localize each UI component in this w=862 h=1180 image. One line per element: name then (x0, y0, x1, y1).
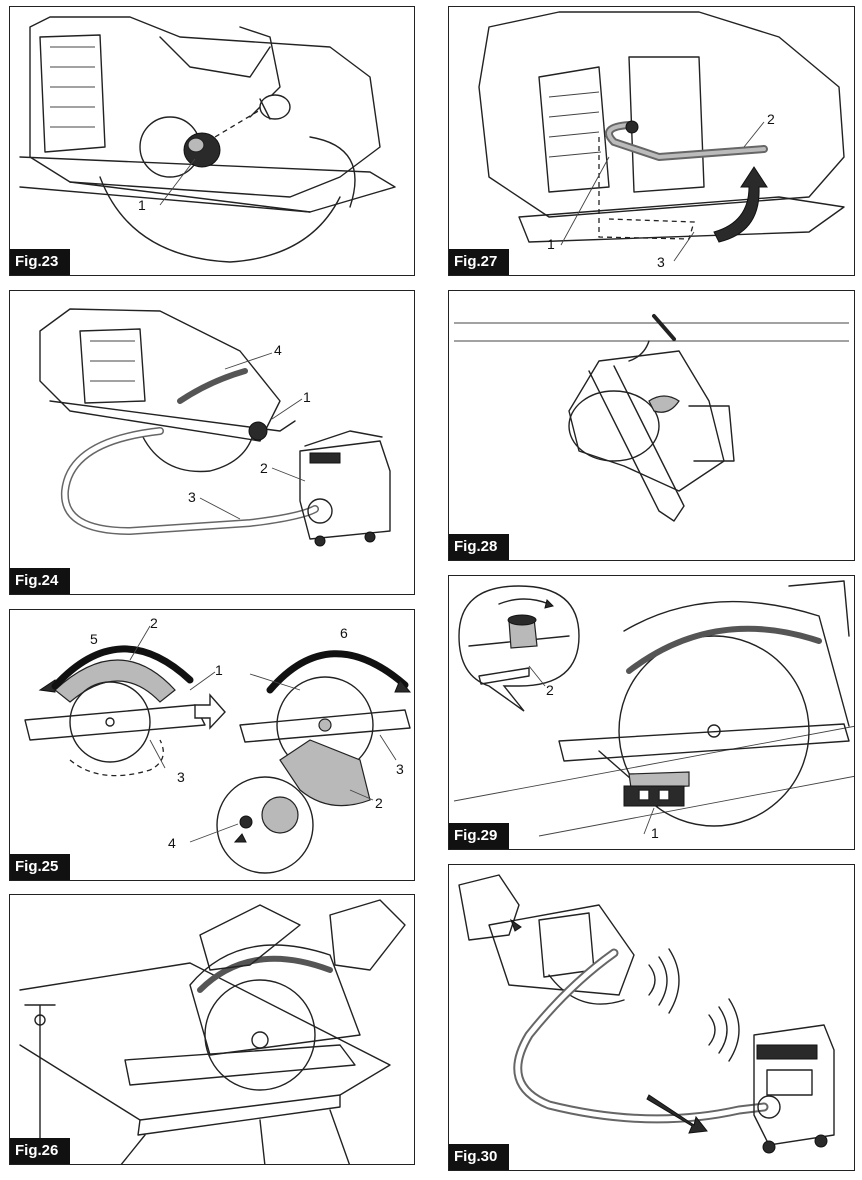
fig25-illustration (24, 625, 412, 874)
fig28-label: Fig.28 (449, 534, 510, 560)
fig25-callout-2-left: 2 (150, 615, 158, 631)
fig29-callout-2: 2 (546, 682, 554, 698)
fig27-callout-2: 2 (767, 111, 775, 127)
fig29-illustration (453, 580, 854, 837)
figure-27-panel: 2 1 3 Fig.27 (448, 6, 855, 276)
fig25-callout-1: 1 (215, 662, 223, 678)
fig23-callout-1: 1 (138, 197, 146, 213)
fig24-label: Fig.24 (10, 568, 71, 594)
figure-25-panel: 5 2 1 6 3 3 2 4 Fig.25 (9, 609, 415, 881)
figure-28-panel: Fig.28 (448, 290, 855, 561)
fig27-illustration (478, 11, 845, 262)
fig24-callout-3: 3 (188, 489, 196, 505)
fig26-label: Fig.26 (10, 1138, 71, 1164)
fig25-callout-6: 6 (340, 625, 348, 641)
fig27-callout-1: 1 (547, 236, 555, 252)
fig24-callout-1: 1 (303, 389, 311, 405)
figure-29-panel: 2 1 Fig.29 (448, 575, 855, 850)
fig28-illustration (454, 314, 849, 522)
fig25-callout-2-right: 2 (375, 795, 383, 811)
figure-30-panel: Fig.30 (448, 864, 855, 1171)
fig24-callout-2: 2 (260, 460, 268, 476)
figure-24-panel: 4 1 2 3 Fig.24 (9, 290, 415, 595)
figure-26-panel: Fig.26 (9, 894, 415, 1165)
fig30-illustration (458, 874, 835, 1154)
fig30-label: Fig.30 (449, 1144, 510, 1170)
fig25-callout-4: 4 (168, 835, 176, 851)
fig23-label: Fig.23 (10, 249, 71, 275)
fig27-callout-3: 3 (657, 254, 665, 270)
fig25-callout-3-right: 3 (396, 761, 404, 777)
figure-23-panel: 1 Fig.23 (9, 6, 415, 276)
fig29-label: Fig.29 (449, 823, 510, 849)
fig25-callout-5: 5 (90, 631, 98, 647)
fig26-illustration (19, 899, 406, 1164)
fig23-illustration (19, 16, 396, 263)
fig24-callout-4: 4 (274, 342, 282, 358)
fig25-callout-3-left: 3 (177, 769, 185, 785)
fig25-label: Fig.25 (10, 854, 71, 880)
fig27-label: Fig.27 (449, 249, 510, 275)
fig24-illustration (39, 308, 391, 547)
fig29-callout-1: 1 (651, 825, 659, 841)
